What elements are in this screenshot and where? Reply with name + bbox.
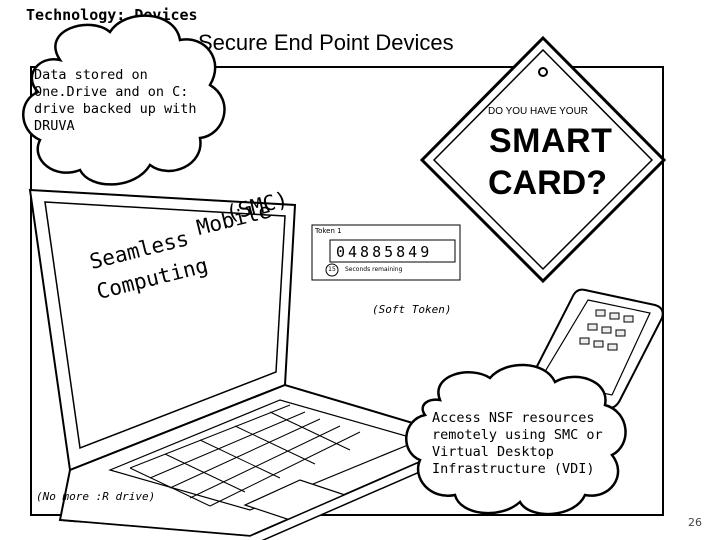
cloud-bottom-line: Virtual Desktop <box>432 444 554 460</box>
laptop-drawing <box>28 188 473 540</box>
cloud-bottom-line: Infrastructure (VDI) <box>432 461 595 477</box>
cloud-bottom-line: remotely using SMC or <box>432 427 603 443</box>
cloud-top-line: One.Drive and on C: <box>34 84 189 100</box>
no-r-drive-note: (No more :R drive) <box>36 490 156 503</box>
token-code: 04885849 <box>336 243 433 261</box>
sign-card-text: CARD? <box>488 164 607 202</box>
token-seconds: 15 <box>328 266 336 273</box>
sign-smart-text: SMART <box>489 122 613 160</box>
cloud-top-line: drive backed up with <box>34 101 197 117</box>
warning-sign-drawing <box>419 35 667 284</box>
slide-heading: Secure End Point Devices <box>198 30 454 55</box>
soft-token-caption: (Soft Token) <box>372 303 452 316</box>
token-remaining-label: Seconds remaining <box>345 266 403 273</box>
content-frame <box>30 66 664 516</box>
cloud-top-text: Data stored on One.Drive and on C: drive… <box>34 67 214 135</box>
cloud-shape <box>405 363 627 516</box>
cloud-shape <box>22 14 226 186</box>
sign-hole <box>538 67 548 77</box>
page-number: 26 <box>688 516 702 529</box>
soft-token-widget <box>311 224 461 281</box>
countdown-circle <box>325 263 339 277</box>
cloud-top-line: DRUVA <box>34 118 75 134</box>
cloud-bottom-text: Access NSF resources remotely using SMC … <box>432 410 622 478</box>
cloud-top-line: Data stored on <box>34 67 148 83</box>
cloud-bottom-line: Access NSF resources <box>432 410 595 426</box>
token-label: Token 1 <box>315 227 342 235</box>
sign-top-text: DO YOU HAVE YOUR <box>488 106 589 117</box>
